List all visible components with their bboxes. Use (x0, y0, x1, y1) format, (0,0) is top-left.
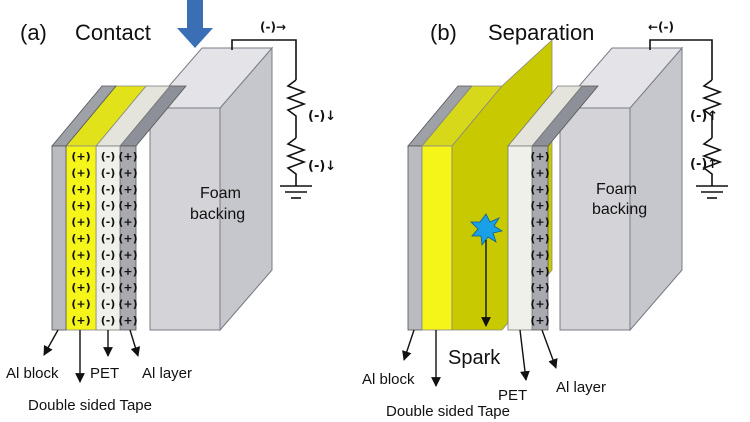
charge-positive-tape: (+) (71, 166, 90, 179)
al-block-a (51, 85, 117, 331)
foam-label-b-1: Foam (596, 181, 637, 198)
label-al-block-a: Al block (6, 365, 59, 382)
charge-negative-pet: (-) (101, 232, 116, 245)
charge-positive-al: (+) (530, 232, 549, 245)
charge-positive-al: (+) (530, 281, 549, 294)
panel-b: (b) Separation (+)(+)(+)(+)(+)(+)(+)(+)(… (362, 20, 728, 420)
charge-positive-tape: (+) (71, 232, 90, 245)
right-block-b (507, 46, 684, 332)
panel-a-title: Contact (75, 20, 151, 45)
label-al-layer-a: Al layer (142, 365, 192, 382)
charge-negative-pet: (-) (101, 265, 116, 278)
charge-positive-tape: (+) (71, 314, 90, 327)
charge-positive-al: (+) (118, 183, 137, 196)
charge-negative-pet: (-) (101, 314, 116, 327)
charge-positive-al: (+) (118, 216, 137, 229)
tape-layer-a (65, 85, 147, 331)
charge-positive-al: (+) (118, 199, 137, 212)
charge-positive-tape: (+) (71, 199, 90, 212)
label-pet-b: PET (498, 387, 527, 404)
charge-positive-al: (+) (530, 265, 549, 278)
charge-positive-al: (+) (530, 199, 549, 212)
wire-top-b: ←(-) (648, 20, 674, 34)
charge-negative-pet: (-) (101, 298, 116, 311)
charge-positive-tape: (+) (71, 298, 90, 311)
charge-positive-tape: (+) (71, 216, 90, 229)
charge-negative-pet: (-) (101, 183, 116, 196)
press-arrow-icon (177, 0, 213, 48)
charge-negative-pet: (-) (101, 166, 116, 179)
charge-positive-al: (+) (118, 298, 137, 311)
circuit-a (231, 39, 312, 199)
charge-positive-tape: (+) (71, 248, 90, 261)
label-al-layer-b: Al layer (556, 379, 606, 396)
wire-bottom-b: (-)↑ (690, 157, 718, 172)
charge-positive-al: (+) (530, 248, 549, 261)
charge-positive-al: (+) (118, 265, 137, 278)
pointer-arrows-a (43, 329, 141, 383)
panel-a-label: (a) (20, 20, 47, 45)
charge-negative-pet: (-) (101, 199, 116, 212)
panel-a: (a) Contact (6, 0, 336, 414)
charge-positive-al: (+) (118, 232, 137, 245)
charge-negative-pet: (-) (101, 281, 116, 294)
charge-positive-al: (+) (530, 314, 549, 327)
charge-positive-al: (+) (118, 248, 137, 261)
charge-negative-pet: (-) (101, 216, 116, 229)
charge-negative-pet: (-) (101, 150, 116, 163)
charge-positive-tape: (+) (71, 265, 90, 278)
pointer-arrows-b (402, 329, 558, 387)
wire-top-a: (-)→ (260, 20, 286, 34)
label-pet-a: PET (90, 365, 119, 382)
charge-positive-al: (+) (118, 314, 137, 327)
charge-positive-al: (+) (118, 281, 137, 294)
charge-positive-tape: (+) (71, 150, 90, 163)
charge-positive-al: (+) (530, 183, 549, 196)
label-tape-a: Double sided Tape (28, 397, 152, 414)
wire-bottom-a: (-)↓ (308, 159, 336, 174)
circuit-b (649, 39, 728, 199)
charge-positive-al: (+) (530, 166, 549, 179)
label-al-block-b: Al block (362, 371, 415, 388)
foam-label-a-1: Foam (200, 185, 241, 202)
spark-icon (470, 213, 504, 327)
wire-mid-b: (-)↑ (690, 109, 718, 124)
charge-positive-al: (+) (118, 166, 137, 179)
charge-positive-tape: (+) (71, 281, 90, 294)
wire-mid-a: (-)↓ (308, 109, 336, 124)
charge-negative-pet: (-) (101, 248, 116, 261)
charge-positive-tape: (+) (71, 183, 90, 196)
charge-positive-al: (+) (530, 150, 549, 163)
panel-b-label: (b) (430, 20, 457, 45)
charge-positive-al: (+) (530, 216, 549, 229)
panel-b-title: Separation (488, 20, 594, 45)
foam-label-b-2: backing (592, 201, 647, 218)
label-spark: Spark (448, 347, 501, 369)
charge-positive-al: (+) (118, 150, 137, 163)
foam-label-a-2: backing (190, 206, 245, 223)
label-tape-b: Double sided Tape (386, 403, 510, 420)
charges-b: (+) (+) (+) (+) (+) (+) (+) (+) (+) (+) (+) (530, 150, 549, 327)
charge-positive-al: (+) (530, 298, 549, 311)
charges-a: (+)(+)(+)(+)(+)(+)(+)(+)(+)(+)(+)(-)(-)(… (71, 150, 137, 327)
